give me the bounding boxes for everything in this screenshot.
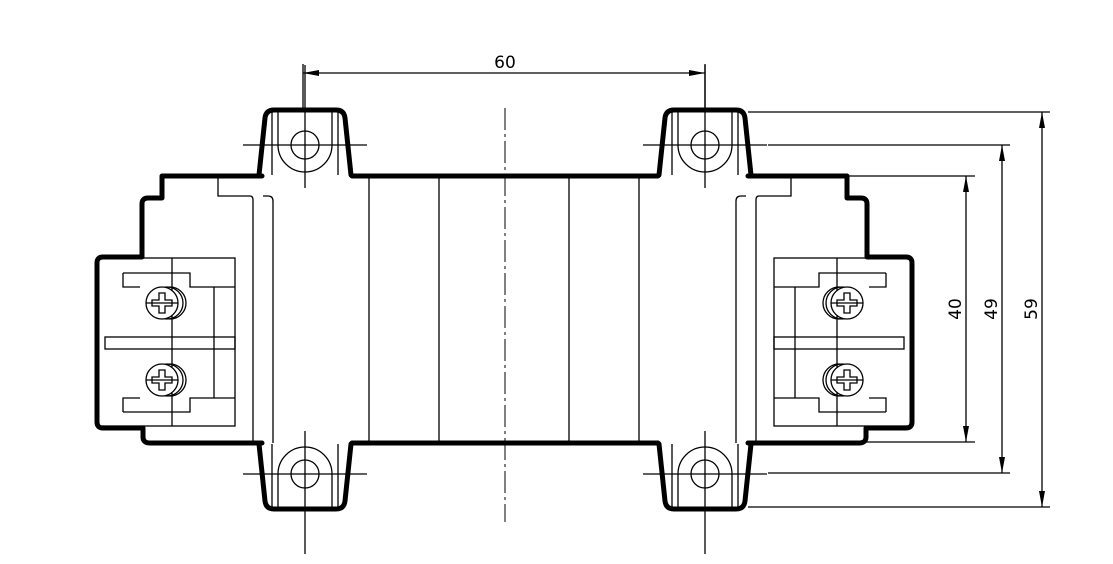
mounting-lug-bottom-left <box>243 431 367 554</box>
mounting-lug-bottom-right <box>643 431 767 554</box>
dimension-label-49: 49 <box>982 298 1002 320</box>
mounting-lug-top-left <box>243 65 367 188</box>
terminal-block-right <box>774 258 912 426</box>
dimension-49: 49 <box>982 145 1005 473</box>
inner-body-lines <box>217 176 792 443</box>
dimension-label-59: 59 <box>1022 298 1042 320</box>
dimension-40: 40 <box>946 176 969 442</box>
dimension-label-40: 40 <box>946 298 966 320</box>
dimension-59: 59 <box>1022 112 1045 507</box>
dimension-60: 60 <box>302 53 706 110</box>
terminal-block-left <box>97 258 235 426</box>
dimension-label-60: 60 <box>494 53 516 73</box>
extension-lines <box>748 111 1050 508</box>
